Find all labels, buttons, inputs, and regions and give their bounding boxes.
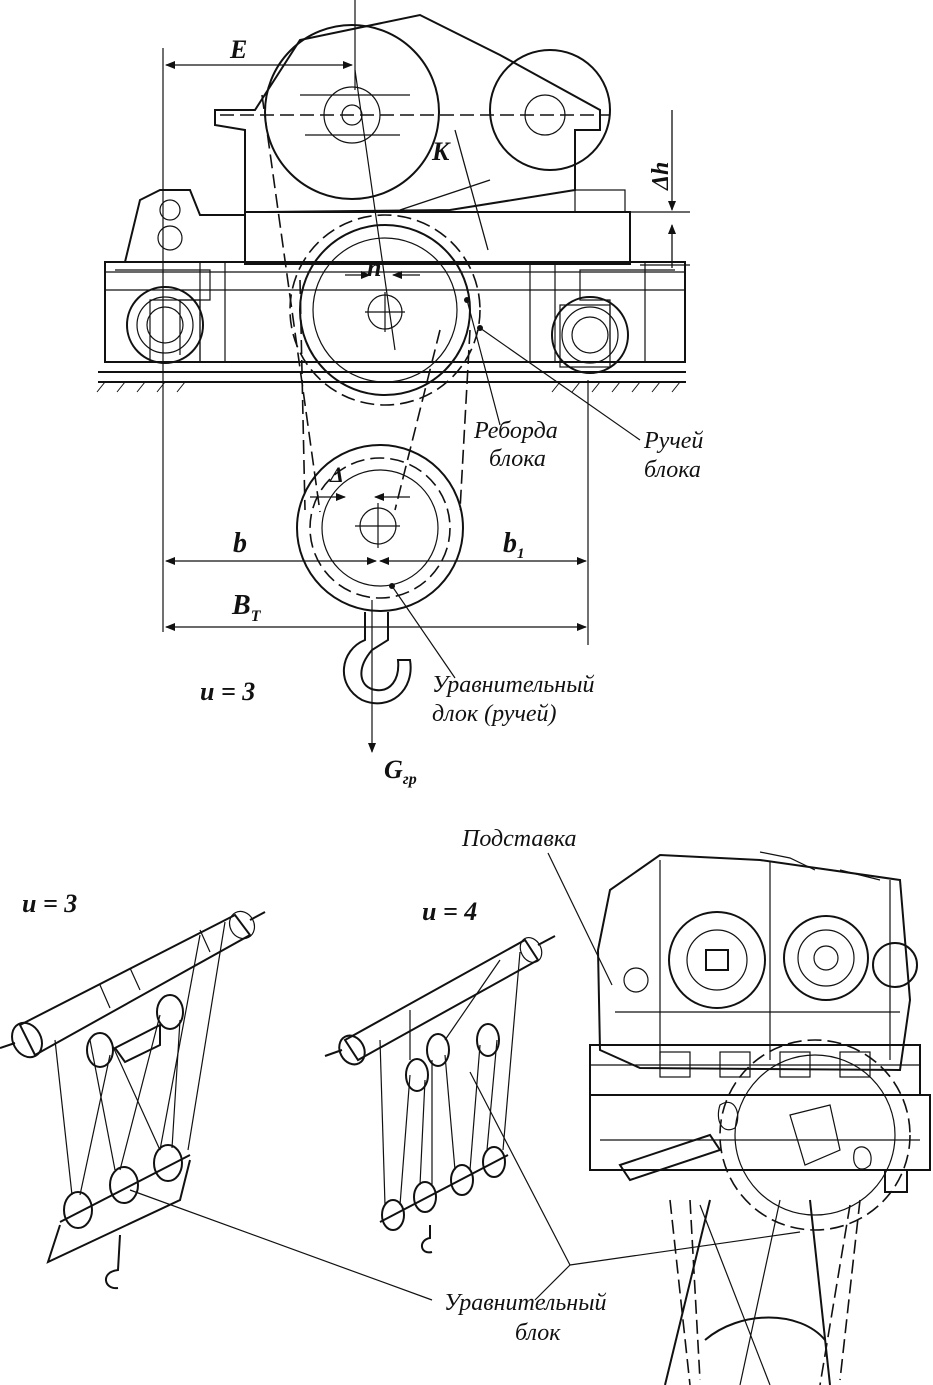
u4-lower-pulley-4 [482,1146,506,1178]
gearbox-base [244,211,631,265]
label-G-sub: гр [403,771,417,788]
left-wheel [126,286,204,364]
label-equalizer2-1: Уравнительный [444,1290,606,1316]
equalizer-frame-u3 [113,1023,161,1064]
drum-u4 [324,935,556,1066]
label-groove-1: Ручей [643,428,703,454]
label-Bt-main: B [231,590,251,621]
label-u3-bottom: u = 3 [22,889,77,918]
podstavka-leader [547,852,613,986]
left-bracket [124,189,246,263]
u4-upper-pulley-1 [405,1058,429,1092]
label-podstavka: Подставка [461,826,576,852]
dimension-E: E [165,35,353,69]
dimension-n: n [345,253,420,282]
brake-block [574,189,626,213]
rope-drum [289,214,481,406]
reeving-u4: u = 4 [324,897,556,1254]
equalizer-callout-bottom: Уравнительный блок [129,1071,801,1346]
u4-lower-pulley-1 [381,1199,405,1231]
lower-pulley-1 [63,1191,93,1229]
label-equalizer2-2: блок [515,1320,561,1346]
u4-lower-pulley-3 [450,1164,474,1196]
label-rim-2: блока [489,446,546,472]
label-dh: Δh [648,162,674,191]
lower-pulley-3 [153,1144,183,1182]
ropes-u3 [54,921,226,1196]
label-K: K [431,137,451,166]
label-rim-1: Реборда [473,418,558,444]
drum-3d [717,1039,911,1231]
crane-hook [343,600,412,753]
hook-u4 [421,1225,433,1254]
trolley-perspective: Подставка [461,826,931,1385]
label-groove-2: блока [644,457,701,483]
equalizer-pulley-u4 [426,1033,450,1067]
equalizer-callout-top: Уравнительный длок (ручей) [389,583,594,727]
drum-u3 [0,910,266,1059]
reeving-u3: u = 3 [0,889,266,1290]
label-b1-main: b [503,528,517,559]
dimension-dh: Δh [575,110,690,268]
label-b: b [233,528,247,559]
label-G-main: G [384,755,403,784]
svg-text:b1: b1 [503,528,525,562]
dimension-Bt: BT [165,590,587,631]
hook-plate-u3 [46,1159,191,1264]
svg-text:BT: BT [231,590,262,625]
rope-bundle-3d [664,1199,861,1385]
hook-u3 [105,1234,121,1290]
right-wheel [551,296,629,374]
hook-block [296,444,464,612]
label-delta: Δ [329,462,344,487]
label-n: n [367,253,381,282]
trolley-frame-3d [589,1044,931,1193]
upper-pulley-2 [156,994,184,1030]
gearbox-housing [214,13,611,213]
label-u4-bottom: u = 4 [422,897,477,926]
label-Bt-sub: T [251,608,262,625]
rim-callout: Реборда блока [464,297,558,472]
lower-pulley-2 [109,1166,139,1204]
gearbox-3d [596,851,918,1072]
hoist-ropes [261,69,471,513]
groove-callout: Ручей блока [477,325,703,483]
dimension-b: b [165,528,377,565]
label-b1-sub: 1 [517,546,525,562]
dimension-K: K [399,129,491,251]
ropes-u4 [379,951,521,1206]
trolley-front-view: E K Δh n Реборда блока [96,0,703,788]
label-u3-top: u = 3 [200,677,255,706]
dimension-delta: Δ [310,462,410,501]
label-equalizer-1: Уравнительный [432,672,594,698]
dimension-b1: b1 [379,528,587,565]
trolley-frame [104,261,686,363]
svg-text:Gгр: Gгр [384,755,417,788]
u4-lower-pulley-2 [413,1181,437,1213]
u4-upper-pulley-2 [476,1023,500,1057]
upper-pulley-1 [86,1032,114,1068]
label-E: E [229,35,247,64]
label-equalizer-2: длок (ручей) [432,701,557,727]
